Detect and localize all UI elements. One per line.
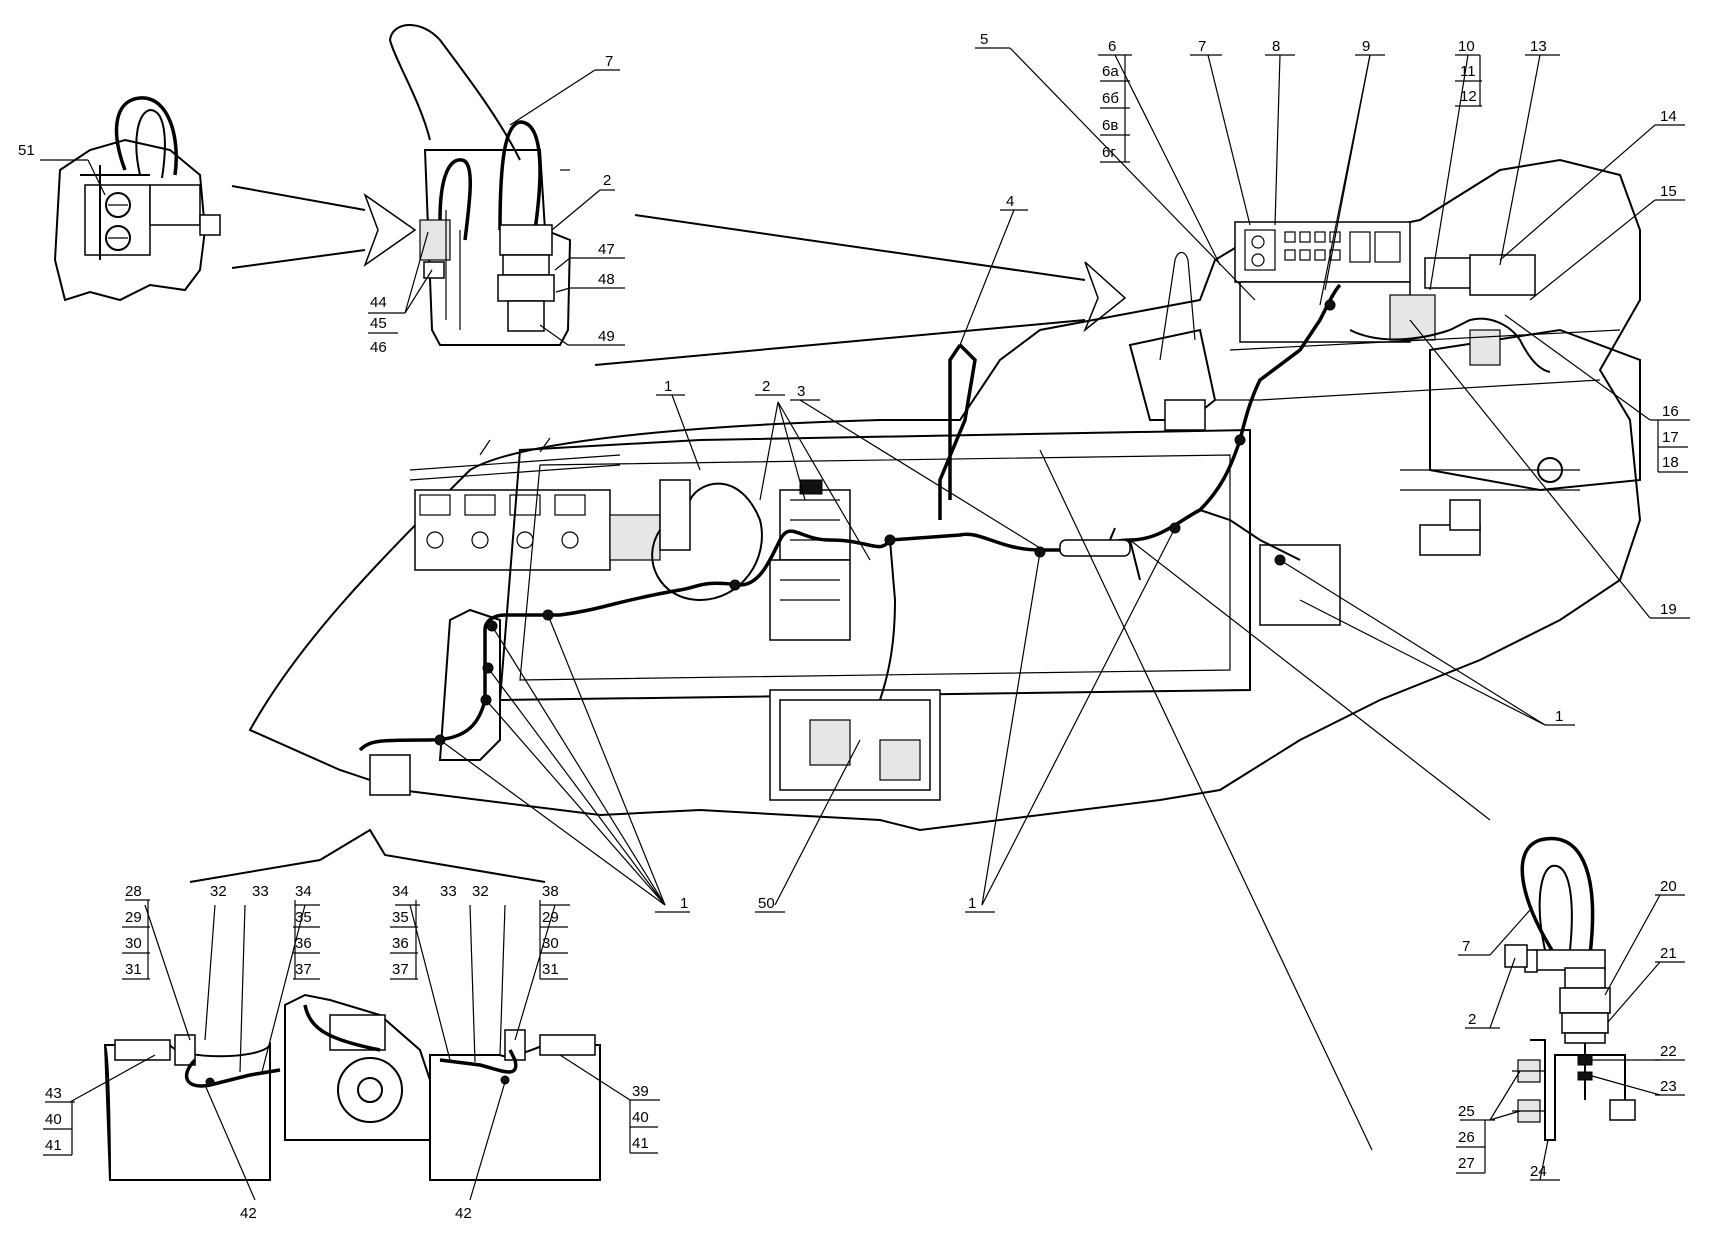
callout-13: 13: [1530, 38, 1547, 55]
callout-47: 47: [598, 241, 615, 258]
callout-6g: 6г: [1102, 144, 1116, 161]
tractor-assembly: [248, 158, 1642, 832]
callout-34: 34: [295, 883, 312, 900]
callout-41-b: 41: [632, 1135, 649, 1152]
callout-15: 15: [1660, 183, 1677, 200]
callout-7-switch: 7: [1462, 938, 1470, 955]
callout-5: 5: [980, 31, 988, 48]
callout-37: 37: [295, 961, 312, 978]
callout-36-b: 36: [392, 935, 409, 952]
callout-12: 12: [1460, 88, 1477, 105]
callout-49: 49: [598, 328, 615, 345]
callout-25: 25: [1458, 1103, 1475, 1120]
callout-1-rear: 1: [1555, 708, 1563, 725]
callout-6: 6: [1108, 38, 1116, 55]
callout-21: 21: [1660, 945, 1677, 962]
callout-16: 16: [1662, 403, 1679, 420]
label-separators: [43, 55, 1688, 1174]
callout-19: 19: [1660, 601, 1677, 618]
callout-41: 41: [45, 1137, 62, 1154]
callout-6v: 6в: [1102, 117, 1118, 134]
callout-9: 9: [1362, 38, 1370, 55]
wiring-harness: [358, 283, 1551, 752]
callout-8: 8: [1272, 38, 1280, 55]
callout-1-harness: 1: [680, 895, 688, 912]
callout-40: 40: [45, 1111, 62, 1128]
detail-view-51: [53, 96, 221, 302]
callout-2: 2: [603, 172, 611, 189]
callout-46: 46: [370, 339, 387, 356]
callout-14: 14: [1660, 108, 1677, 125]
callout-43: 43: [45, 1085, 62, 1102]
detail-view-lever: [388, 24, 572, 346]
callout-6b: 6б: [1102, 90, 1119, 107]
detail-view-switch: [1504, 836, 1636, 1141]
callout-37-b: 37: [392, 961, 409, 978]
callout-18: 18: [1662, 454, 1679, 471]
callout-30: 30: [125, 935, 142, 952]
callout-38: 38: [542, 883, 559, 900]
callout-39: 39: [632, 1083, 649, 1100]
callout-17: 17: [1662, 429, 1679, 446]
callout-33-b: 33: [440, 883, 457, 900]
callout-2-switch: 2: [1468, 1011, 1476, 1028]
callout-3: 3: [797, 383, 805, 400]
callout-28: 28: [125, 883, 142, 900]
callout-31-b: 31: [542, 961, 559, 978]
callout-1-frame: 1: [968, 895, 976, 912]
callout-50: 50: [758, 895, 775, 912]
callout-7: 7: [605, 53, 613, 70]
callout-7-cab: 7: [1198, 38, 1206, 55]
callout-40-b: 40: [632, 1109, 649, 1126]
callout-10: 10: [1458, 38, 1475, 55]
callout-4: 4: [1006, 193, 1014, 210]
leader-lines-batteries: [45, 899, 660, 1201]
detail-view-batteries: [103, 828, 601, 1181]
callout-27: 27: [1458, 1155, 1475, 1172]
callout-26: 26: [1458, 1129, 1475, 1146]
callout-20: 20: [1660, 878, 1677, 895]
callout-22: 22: [1660, 1043, 1677, 1060]
callout-44: 44: [370, 294, 387, 311]
callout-1-engine: 1: [664, 378, 672, 395]
callout-labels: 51 7 2 47 48 49 44 45 46 5 6 6а 6б 6в 6г…: [18, 31, 1679, 1222]
callout-2-pump: 2: [762, 378, 770, 395]
leader-lines-switch: [1458, 894, 1685, 1181]
callout-48: 48: [598, 271, 615, 288]
callout-45: 45: [370, 315, 387, 332]
callout-6a: 6а: [1102, 63, 1119, 80]
pointer-arrows-51: [231, 185, 417, 269]
pointer-arrow-cabin: [594, 214, 1127, 366]
callout-36: 36: [295, 935, 312, 952]
callout-24: 24: [1530, 1163, 1547, 1180]
leader-lines: [40, 47, 1690, 1151]
callout-42: 42: [240, 1205, 257, 1222]
callout-51: 51: [18, 142, 35, 159]
callout-30-b: 30: [542, 935, 559, 952]
callout-33: 33: [252, 883, 269, 900]
callout-34-b: 34: [392, 883, 409, 900]
callout-29-b: 29: [542, 909, 559, 926]
callout-35: 35: [295, 909, 312, 926]
callout-42-b: 42: [455, 1205, 472, 1222]
callout-11: 11: [1460, 63, 1476, 80]
callout-23: 23: [1660, 1078, 1677, 1095]
callout-29: 29: [125, 909, 142, 926]
callout-32-b: 32: [472, 883, 489, 900]
callout-35-b: 35: [392, 909, 409, 926]
callout-32: 32: [210, 883, 227, 900]
callout-31: 31: [125, 961, 142, 978]
